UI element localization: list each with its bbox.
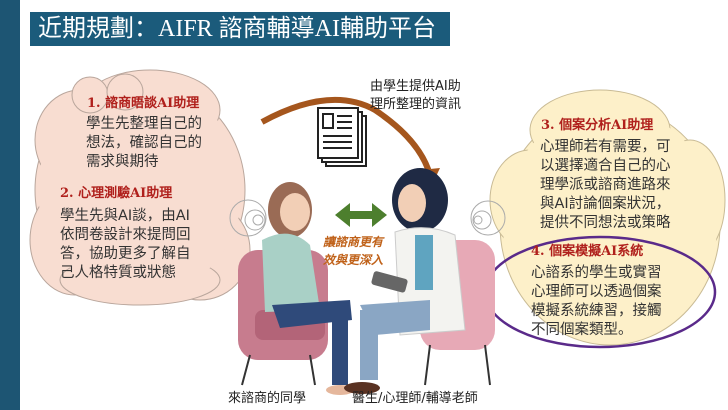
item2-title: 2. 心理測驗AI助理	[60, 186, 173, 201]
item2-body: 學生先與AI談，由AI 依問卷設計來提問回 答，協助更多了解自 己人格特質或狀態	[60, 207, 191, 283]
item2-line: 依問卷設計來提問回	[60, 227, 191, 243]
item4-title: 4. 個案模擬AI系統	[531, 244, 644, 259]
item3-title: 3. 個案分析AI助理	[541, 118, 654, 133]
item4-line: 心諮系的學生或實習	[531, 265, 662, 281]
counselor-label: 醫生/心理師/輔導老師	[352, 391, 478, 406]
item3-line: 提供不同想法或策略	[540, 215, 671, 231]
counselor-illustration	[344, 168, 495, 394]
info-caption-line: 由學生提供AI助	[370, 79, 461, 94]
info-flow-arrow	[260, 96, 433, 176]
sidebar-accent	[0, 0, 20, 410]
item4-body: 心諮系的學生或實習 心理師可以透過個案 模擬系統練習，接觸 不同個案類型。	[531, 264, 662, 340]
two-way-arrow-icon	[335, 203, 387, 227]
left-cloud-bubbles	[229, 199, 267, 237]
item4-line: 心理師可以透過個案	[531, 284, 662, 300]
item4-line: 模擬系統練習，接觸	[531, 303, 662, 319]
item4-line: 不同個案類型。	[531, 322, 633, 338]
document-icon	[317, 107, 367, 167]
item3-body: 心理師若有需要，可 以選擇適合自己的心 理學派或諮商進路來 與AI討論個案狀況，…	[540, 138, 671, 233]
info-caption: 由學生提供AI助 理所整理的資訊	[370, 78, 461, 114]
item1-line: 學生先整理自己的	[86, 116, 202, 132]
item1-line: 需求與期待	[86, 154, 159, 170]
right-thought-cloud	[489, 89, 726, 346]
item1-line: 想法，確認自己的	[86, 135, 202, 151]
item3-line: 以選擇適合自己的心	[540, 158, 671, 174]
item3-line: 與AI討論個案狀況，	[540, 196, 671, 212]
item1-body: 學生先整理自己的 想法，確認自己的 需求與期待	[86, 115, 202, 172]
item2-line: 己人格特質或狀態	[60, 265, 176, 281]
item2-line: 答，協助更多了解自	[60, 246, 191, 262]
slide-title: 近期規劃：AIFR 諮商輔導AI輔助平台	[30, 12, 450, 46]
left-thought-cloud	[29, 69, 251, 306]
item3-line: 心理師若有需要，可	[540, 139, 671, 155]
item2-line: 學生先與AI談，由AI	[60, 208, 190, 224]
student-label: 來諮商的同學	[228, 391, 307, 406]
item3-line: 理學派或諮商進路來	[540, 177, 671, 193]
middle-text-line: 效與更深入	[323, 253, 384, 267]
middle-text-line: 讓諮商更有	[323, 235, 384, 249]
item1-title: 1. 諮商晤談AI助理	[87, 96, 200, 111]
info-caption-line: 理所整理的資訊	[370, 97, 462, 112]
middle-text: 讓諮商更有 效與更深入	[323, 233, 383, 269]
right-cloud-bubbles	[470, 200, 506, 236]
student-illustration	[238, 182, 354, 395]
